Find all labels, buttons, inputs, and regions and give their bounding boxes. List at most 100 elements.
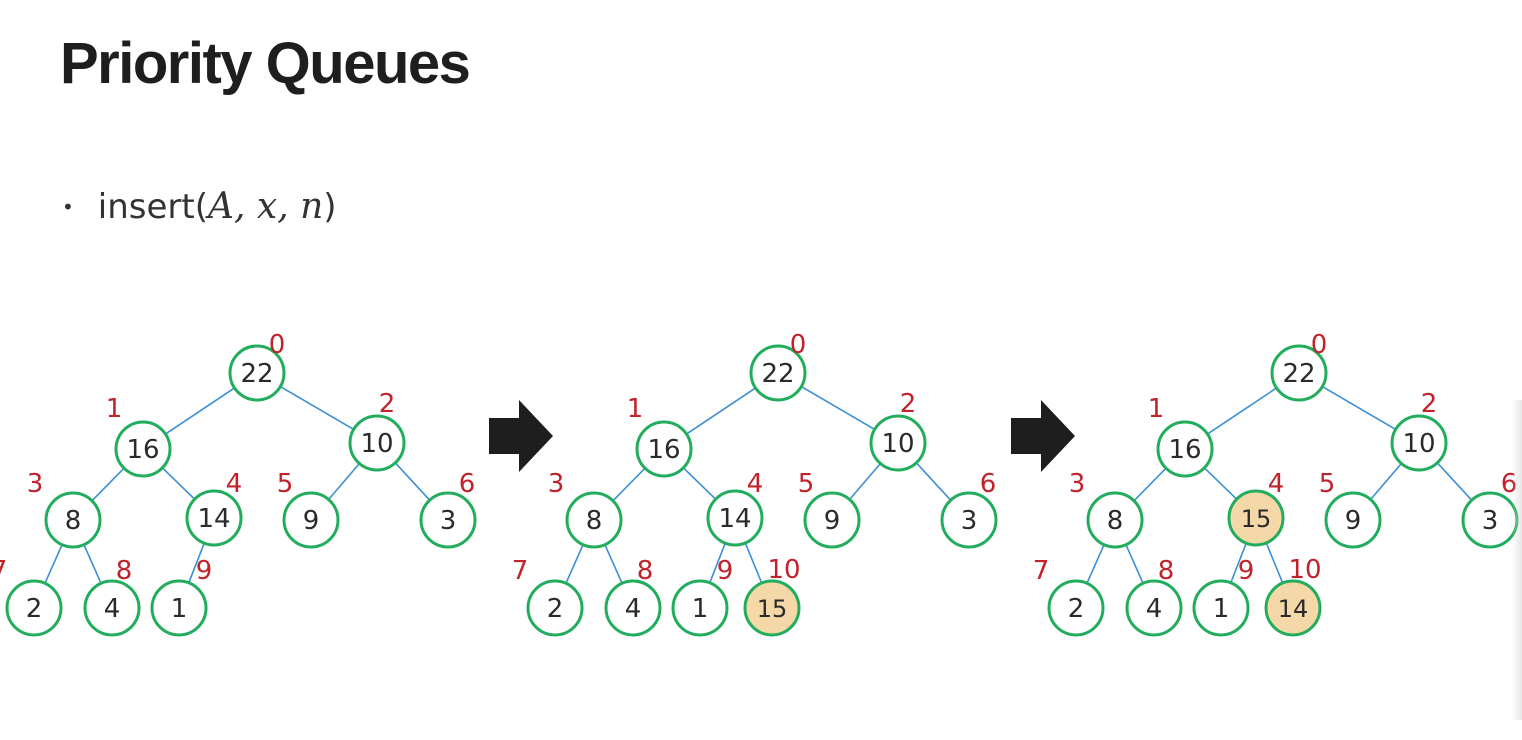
node-circle xyxy=(565,491,623,549)
node-index-label: 9 xyxy=(1238,556,1255,586)
node-value: 9 xyxy=(303,506,320,536)
node-circle xyxy=(419,491,477,549)
heap-node: 102 xyxy=(348,389,406,472)
tree-edge xyxy=(1230,542,1247,584)
node-value: 2 xyxy=(26,594,43,624)
node-index-label: 2 xyxy=(379,389,396,419)
tree-edge xyxy=(565,544,584,584)
tree-edge xyxy=(744,542,763,584)
arrow-right-icon xyxy=(1011,400,1075,472)
node-index-label: 6 xyxy=(980,469,997,499)
node-value: 16 xyxy=(126,435,159,465)
heap-node: 36 xyxy=(1461,469,1519,549)
heap-node: 161 xyxy=(106,394,172,478)
tree-edge xyxy=(83,544,102,584)
tree-edge xyxy=(1133,467,1167,502)
node-value: 9 xyxy=(824,506,841,536)
heap-node: 19 xyxy=(671,556,733,637)
heap-node: 36 xyxy=(940,469,998,549)
tree-edge xyxy=(165,387,235,435)
node-value: 1 xyxy=(692,594,709,624)
node-value: 8 xyxy=(586,506,603,536)
heap-node: 102 xyxy=(1390,389,1448,472)
node-value: 10 xyxy=(360,429,393,459)
highlighted-node-circle xyxy=(1264,579,1322,637)
node-value: 1 xyxy=(171,594,188,624)
node-index-label: 4 xyxy=(747,469,764,499)
heap-node: 161 xyxy=(1148,394,1214,478)
tree-edge xyxy=(1369,462,1403,501)
arrow-right-icon xyxy=(489,400,553,472)
node-value: 22 xyxy=(1282,359,1315,389)
tree-edge xyxy=(1265,542,1284,584)
heap-node: 27 xyxy=(1033,556,1105,637)
tree-edge xyxy=(709,542,726,584)
tree-edge xyxy=(327,462,361,501)
node-circle xyxy=(228,344,286,402)
tree-edge xyxy=(1203,467,1238,500)
node-index-label: 4 xyxy=(1268,469,1285,499)
node-circle xyxy=(1156,420,1214,478)
node-circle xyxy=(671,579,729,637)
tree-edge xyxy=(1321,385,1397,431)
node-value: 3 xyxy=(440,506,457,536)
function-args: A, x, n xyxy=(208,186,324,227)
node-value: 15 xyxy=(757,595,788,623)
heap-node: 102 xyxy=(869,389,927,472)
node-value: 3 xyxy=(961,506,978,536)
node-index-label: 1 xyxy=(1148,394,1165,424)
node-value: 14 xyxy=(1278,595,1309,623)
slide-title: Priority Queues xyxy=(60,31,471,96)
node-index-label: 8 xyxy=(637,556,654,586)
node-value: 8 xyxy=(1107,506,1124,536)
node-index-label: 0 xyxy=(269,330,286,360)
node-value: 3 xyxy=(1482,506,1499,536)
node-index-label: 10 xyxy=(767,555,800,585)
heap-node: 95 xyxy=(798,469,861,549)
node-index-label: 10 xyxy=(1288,555,1321,585)
tree-edge xyxy=(800,385,876,431)
node-index-label: 8 xyxy=(116,556,133,586)
tree-edge xyxy=(1207,387,1277,435)
node-index-label: 6 xyxy=(459,469,476,499)
node-index-label: 1 xyxy=(627,394,644,424)
node-circle xyxy=(348,414,406,472)
node-value: 1 xyxy=(1213,594,1230,624)
open-paren: ( xyxy=(194,187,208,227)
node-value: 22 xyxy=(761,359,794,389)
tree-edge xyxy=(1436,462,1473,501)
tree-edge xyxy=(686,387,756,435)
heap-node: 95 xyxy=(1319,469,1382,549)
node-circle xyxy=(635,420,693,478)
node-circle xyxy=(83,579,141,637)
node-index-label: 3 xyxy=(548,469,565,499)
node-circle xyxy=(869,414,927,472)
node-index-label: 7 xyxy=(512,556,529,586)
node-circle xyxy=(1192,579,1250,637)
bullet-insert: • insert ( A, x, n ) xyxy=(62,186,337,227)
heap-node: 27 xyxy=(512,556,584,637)
heap-node: 83 xyxy=(1069,469,1144,549)
node-value: 10 xyxy=(1402,429,1435,459)
tree-edge xyxy=(915,462,952,501)
node-value: 4 xyxy=(625,594,642,624)
node-index-label: 7 xyxy=(1033,556,1050,586)
node-circle xyxy=(749,344,807,402)
node-value: 15 xyxy=(1241,505,1272,533)
heap-node: 48 xyxy=(1125,556,1183,637)
heap-node: 220 xyxy=(749,330,807,402)
bullet-dot-icon: • xyxy=(62,195,74,219)
node-circle xyxy=(940,491,998,549)
heap-node: 144 xyxy=(185,469,243,547)
node-value: 2 xyxy=(547,594,564,624)
node-value: 14 xyxy=(718,504,751,534)
heap-node: 95 xyxy=(277,469,340,549)
node-index-label: 5 xyxy=(798,469,815,499)
heap-node: 154 xyxy=(1227,469,1285,547)
node-value: 4 xyxy=(104,594,121,624)
node-index-label: 8 xyxy=(1158,556,1175,586)
